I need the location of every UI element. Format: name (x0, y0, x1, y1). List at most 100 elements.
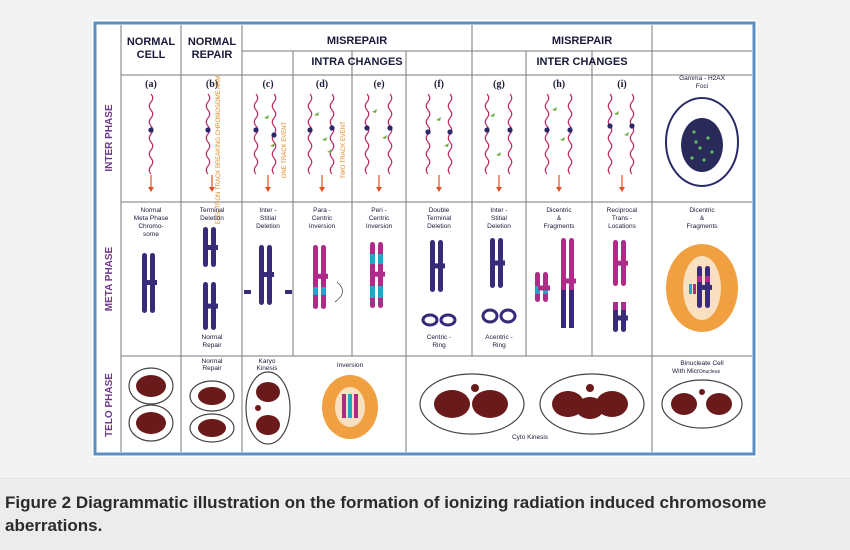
centromere-dot (544, 127, 550, 133)
dna-strand (148, 93, 154, 175)
header-normal-repair-2: REPAIR (192, 49, 233, 61)
meta-label-pericentric: Peri - (371, 207, 387, 214)
meta-label-paracentric: Para - (313, 207, 331, 214)
meta-label-dicentric-2: Dicentric (689, 207, 715, 214)
dna-strand (253, 93, 259, 175)
telo-cyto-kinesis: Cyto Kinesis (512, 434, 549, 441)
h2ax-focus (692, 130, 696, 134)
meta-label-centric-ring: Ring (432, 342, 446, 349)
cell-outline (245, 371, 291, 445)
meta-label-normal-repair: Repair (202, 342, 222, 349)
meta-label-normal: Chromo- (138, 223, 163, 230)
dna-strand (484, 93, 490, 175)
chromosome-band (613, 302, 618, 310)
dna-strand (629, 93, 635, 175)
daughter-nucleus (706, 393, 732, 415)
centromere (316, 273, 328, 279)
daughter-nucleus (576, 397, 604, 419)
telo-binucleate-2: With Micronucleus (672, 368, 720, 375)
centromere (262, 272, 274, 277)
meta-label-interstitial-deletion: Deletion (256, 223, 280, 230)
cell-outline (189, 380, 235, 412)
meta-label-normal: some (143, 231, 159, 238)
diagram-border (93, 21, 756, 456)
daughter-nucleus (136, 412, 166, 434)
daughter-nucleus (671, 393, 697, 415)
telo-binucleate-1: Binucleate Cell (680, 360, 724, 367)
meta-label-reciprocal: Locations (608, 223, 637, 230)
daughter-nucleus (256, 415, 280, 435)
radiation-hit (614, 111, 619, 115)
meta-label-pericentric: Inversion (366, 223, 393, 230)
radiation-hit (270, 143, 275, 147)
header-intra-changes: INTRA CHANGES (311, 56, 402, 68)
row-label-telo-phase: TELO PHASE (104, 373, 115, 437)
centromere-dot (148, 127, 154, 133)
header-normal-cell-1: NORMAL (127, 36, 176, 48)
meta-label-terminal-deletion: Deletion (200, 215, 224, 222)
meta-label-acentric-ring: Ring (492, 342, 506, 349)
label-one-track-event: ONE TRACK EVENT (282, 121, 288, 178)
down-arrow-head (496, 187, 502, 192)
centromere-dot (329, 125, 335, 131)
h2ax-focus (702, 158, 706, 162)
column-letter: (h) (553, 79, 565, 90)
row-label-inter-phase: INTER PHASE (104, 104, 115, 172)
chromosome-band (378, 286, 383, 298)
dna-strand (607, 93, 613, 175)
chromosome-band (370, 286, 375, 298)
column-letter: (d) (316, 79, 328, 90)
daughter-nucleus (552, 391, 584, 417)
meta-label-paracentric: Centric (312, 215, 333, 222)
centromere-dot (387, 125, 393, 131)
telo-normal-repair-1: Normal (202, 358, 224, 365)
daughter-nucleus (256, 382, 280, 402)
chromosome-normal-repair (203, 282, 208, 330)
chromosome-interstitial-2 (490, 238, 495, 288)
radiation-hit (322, 137, 327, 141)
down-arrow-head (436, 187, 442, 192)
centromere-dot (271, 132, 277, 138)
radiation-hit (444, 143, 449, 147)
down-arrow-head (619, 187, 625, 192)
micronucleus (255, 405, 261, 411)
centromere-dot (484, 127, 490, 133)
meta-label-interstitial-deletion: Stitial (260, 215, 276, 222)
telophase-chromosome (348, 394, 352, 418)
telophase-chromosome (354, 394, 358, 418)
centromere-dot (447, 129, 453, 135)
centromere-dot (205, 127, 211, 133)
micronucleus (586, 384, 594, 392)
centromere (700, 284, 712, 290)
centromere (373, 271, 385, 277)
fragment-in-cell (693, 284, 696, 294)
column-letter: (g) (493, 79, 505, 90)
chromosome-band (535, 286, 540, 294)
chromosome-band (569, 290, 574, 328)
meta-label-pericentric: Centric (369, 215, 390, 222)
chromosome-double-terminal (430, 240, 435, 292)
radiation-hit (552, 107, 557, 111)
acentric-ring (481, 308, 499, 324)
chromosome-band (321, 287, 326, 295)
down-arrow-head (148, 187, 154, 192)
centromere (433, 263, 445, 269)
meta-label-double-terminal: Double (429, 207, 450, 214)
meta-label-double-terminal: Deletion (427, 223, 451, 230)
centromere-dot (307, 127, 313, 133)
h2ax-focus (706, 136, 710, 140)
telo-karyo-2: Kinesis (257, 365, 279, 372)
daughter-nucleus (198, 387, 226, 405)
chromosome-band (378, 254, 383, 264)
telophase-chromosome (342, 394, 346, 418)
meta-label-dicentric: & (557, 215, 562, 222)
radiation-hit (624, 132, 629, 136)
centromere (206, 303, 218, 309)
figure-caption-bar: Figure 2 Diagrammatic illustration on th… (0, 478, 850, 550)
centromere-dot (364, 125, 370, 131)
foci-title: Gamma - H2AX (679, 75, 726, 82)
meta-label-reciprocal: Reciprocal (607, 207, 638, 214)
dna-strand (364, 93, 370, 175)
h2ax-focus (690, 156, 694, 160)
cell-outline (419, 373, 525, 435)
